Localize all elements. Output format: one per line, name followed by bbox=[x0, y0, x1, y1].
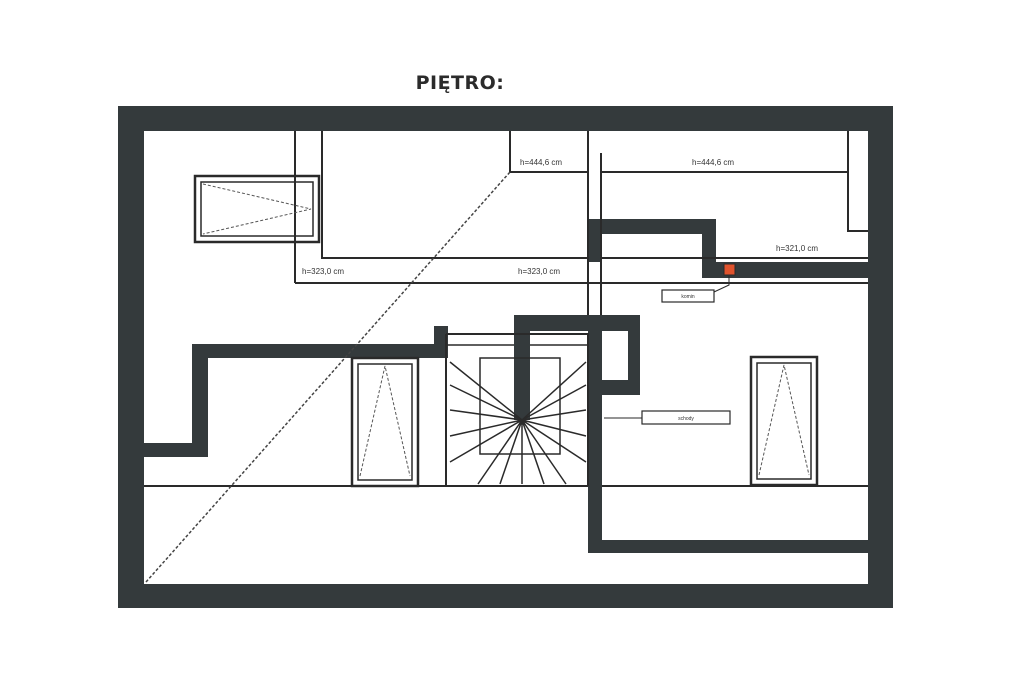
callout-chimney: komin bbox=[661, 289, 715, 303]
height-label-2: h=444,6 cm bbox=[692, 158, 734, 167]
floor-title: PIĘTRO: bbox=[415, 72, 505, 94]
stair-core-wall bbox=[514, 315, 640, 420]
callout-chimney-text: komin bbox=[681, 294, 695, 300]
window-top-left bbox=[193, 174, 321, 244]
interior-wall-right bbox=[588, 219, 868, 278]
diagonal-section-line bbox=[145, 171, 511, 583]
window-middle-left bbox=[350, 356, 420, 488]
interior-wall-left bbox=[144, 344, 440, 457]
callout-stairs-text: schody bbox=[678, 416, 694, 422]
callout-stairs: schody bbox=[604, 410, 731, 425]
wall-stub bbox=[434, 326, 448, 358]
height-label-3: h=321,0 cm bbox=[776, 244, 818, 253]
height-label-4: h=323,0 cm bbox=[302, 267, 344, 276]
thin-lines bbox=[144, 131, 868, 487]
window-right bbox=[749, 355, 819, 487]
stairs bbox=[446, 344, 588, 485]
chimney-marker bbox=[723, 263, 736, 276]
height-label-5: h=323,0 cm bbox=[518, 267, 560, 276]
height-label-1: h=444,6 cm bbox=[520, 158, 562, 167]
